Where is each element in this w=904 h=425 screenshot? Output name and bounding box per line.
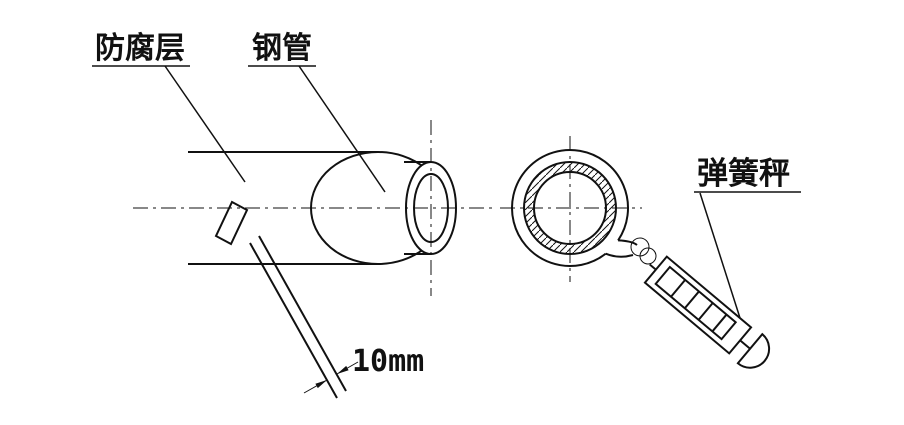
scale-hook-ring <box>639 247 657 265</box>
dimension-arrow-right <box>337 365 349 374</box>
peel-strip-edge-right <box>258 235 347 392</box>
coating-leader-line <box>164 65 246 183</box>
spring-scale-leader-line <box>699 192 741 319</box>
coating-label: 防腐层 <box>95 32 185 65</box>
scale-graduation <box>697 302 714 321</box>
scale-graduation <box>711 313 728 333</box>
front-view-pipe-section <box>500 136 657 282</box>
steel-pipe-label: 钢管 <box>252 32 312 65</box>
scale-graduation <box>670 279 686 298</box>
callout-steel-pipe: 钢管 <box>248 32 386 193</box>
peel-strip-edge-left <box>249 242 338 399</box>
spring-scale-handle-stem <box>739 339 751 350</box>
spring-scale-label: 弹簧秤 <box>697 156 790 191</box>
peel-curl-upper <box>618 239 638 246</box>
dimension-text: 10mm <box>352 344 424 379</box>
spring-scale-window <box>654 265 738 341</box>
peeled-coating-tab <box>214 200 249 246</box>
dimension-arrow-left <box>315 380 327 389</box>
peel-curl-lower <box>605 252 634 258</box>
outer-circle <box>511 148 629 267</box>
strip-width-dimension: 10mm <box>303 344 424 394</box>
scale-graduation <box>684 290 700 309</box>
side-view-coated-pipe <box>133 120 497 399</box>
spring-scale-hook-stem <box>649 263 657 271</box>
callout-coating: 防腐层 <box>92 32 246 183</box>
spring-scale <box>643 255 771 369</box>
steel-pipe-leader-line <box>298 65 386 193</box>
spring-scale-pull-handle <box>736 332 771 369</box>
callout-spring-scale: 弹簧秤 <box>694 156 801 319</box>
